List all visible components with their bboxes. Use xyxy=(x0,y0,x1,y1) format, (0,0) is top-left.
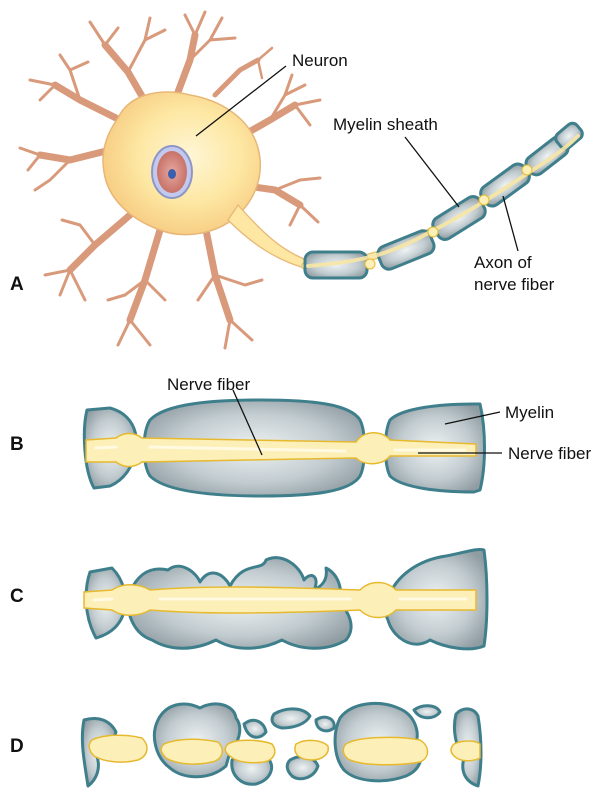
panel-a-neuron: Neuron Myelin sheath Axon of nerve fiber… xyxy=(10,12,585,348)
myelin-fragment xyxy=(316,717,334,731)
myelin-fragment xyxy=(244,720,266,737)
axon-initial-segment xyxy=(228,205,312,270)
nucleus xyxy=(152,146,192,198)
panel-label-d: D xyxy=(10,736,24,757)
myelinated-axon xyxy=(305,121,585,278)
panel-label-a: A xyxy=(10,274,24,295)
label-nerve-fiber-right: Nerve fiber xyxy=(508,444,591,463)
panel-label-c: C xyxy=(10,586,24,607)
fiber-fragment xyxy=(89,735,147,762)
axon-leader xyxy=(503,196,518,251)
fiber-fragment xyxy=(451,741,480,761)
myelin-sheath-leader xyxy=(405,137,459,207)
fiber-fragment xyxy=(343,737,427,764)
panel-b-normal-myelin: Nerve fiber Myelin Nerve fiber B xyxy=(10,375,591,496)
panel-c-damaged-myelin: C xyxy=(10,549,487,648)
fiber-fragment xyxy=(295,740,328,760)
label-nerve-fiber-top: Nerve fiber xyxy=(167,375,250,394)
label-axon-line2: nerve fiber xyxy=(474,275,555,294)
panel-d-destroyed-myelin: D xyxy=(10,703,481,786)
myelin-fragment xyxy=(414,706,440,718)
panel-label-b: B xyxy=(10,434,24,455)
myelin-fragment xyxy=(272,709,310,728)
fiber-fragment xyxy=(161,739,222,764)
label-neuron: Neuron xyxy=(292,51,348,70)
label-myelin-sheath: Myelin sheath xyxy=(333,115,438,134)
label-myelin: Myelin xyxy=(505,403,554,422)
label-axon-line1: Axon of xyxy=(474,253,532,272)
